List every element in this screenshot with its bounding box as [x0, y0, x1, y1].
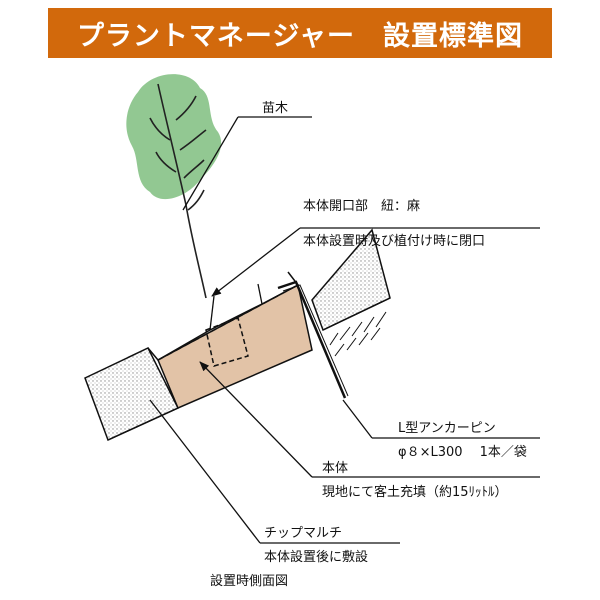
slope-line	[107, 297, 391, 441]
root-ball	[205, 317, 249, 367]
anchor-label-line1: L型アンカーピン	[398, 421, 496, 436]
body-label-line2: 現地にて客土充填（約15ﾘｯﾄﾙ）	[322, 484, 508, 500]
anchor-pin	[277, 280, 347, 399]
body-label-line1: 本体	[322, 461, 348, 476]
page-title: プラントマネージャー 設置標準図	[76, 20, 524, 52]
anchor-label-line2: φ８×L300 1本／袋	[398, 445, 527, 460]
mulch-label-line1: チップマルチ	[264, 526, 342, 541]
ground-hatching	[329, 311, 387, 357]
seedling-label: 苗木	[262, 101, 288, 116]
title-banner: プラントマネージャー 設置標準図	[48, 8, 552, 58]
seedling-foliage	[126, 74, 222, 200]
opening-label-line1: 本体開口部 紐：麻	[303, 199, 420, 214]
mulch-label-line2: 本体設置後に敷設	[264, 549, 368, 565]
leader-lines	[149, 116, 540, 544]
diagram-caption: 設置時側面図	[210, 574, 289, 589]
opening-label-line2: 本体設置時及び植付け時に閉口	[303, 233, 485, 249]
